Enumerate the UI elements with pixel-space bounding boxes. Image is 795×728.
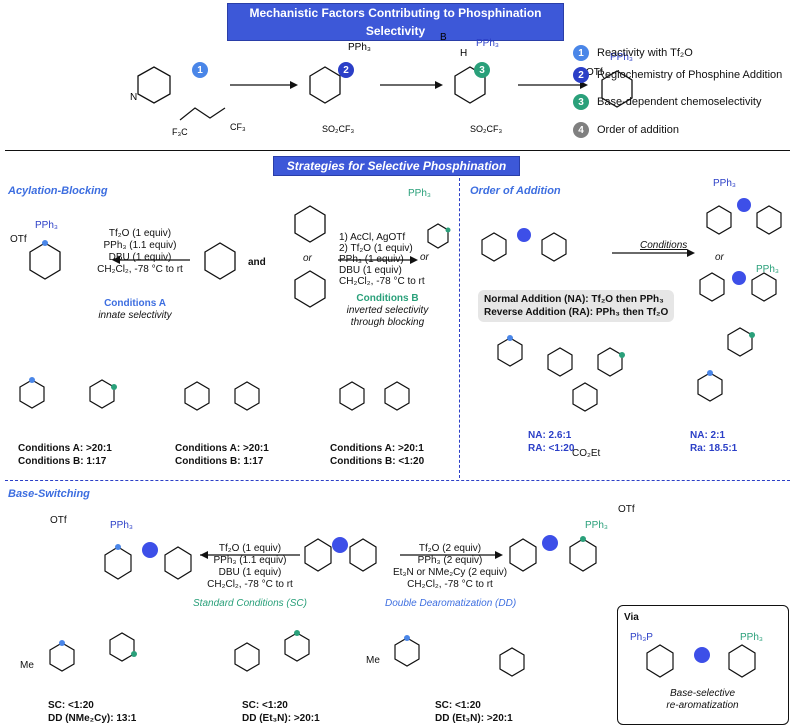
mechanistic-factors-banner: Mechanistic Factors Contributing to Phos…	[227, 3, 564, 41]
acyl-result-3a: Conditions A: >20:1	[330, 443, 424, 454]
order-top-pph3: PPh₃	[713, 178, 736, 189]
condA-title: Conditions A	[104, 298, 166, 309]
mechanism-scheme: N F₃C CF₃ PPh₃ SO₂CF₃ B H PPh₃ SO₂CF₃ PP…	[130, 32, 633, 137]
order-ex2-na: NA: 2:1	[690, 430, 726, 441]
via-label: Via	[624, 612, 639, 623]
base-left-otf: OTf	[50, 515, 67, 526]
via-sub1: Base-selective	[669, 688, 736, 699]
svg-text:B: B	[440, 32, 447, 43]
svg-text:PPh₃: PPh₃	[348, 42, 371, 53]
and-label: and	[248, 257, 266, 268]
base-result-2-dd: DD (Et₃N): >20:1	[242, 713, 320, 724]
acyl-right-pph3: PPh₃	[408, 188, 431, 199]
order-or-label: or	[715, 252, 724, 263]
via-ph3p: Ph₃P	[630, 632, 653, 643]
base-result-3-dd: DD (Et₃N): >20:1	[435, 713, 513, 724]
condB-sub2: through blocking	[350, 317, 425, 328]
acylation-examples	[19, 377, 410, 411]
strategies-banner: Strategies for Selective Phosphination	[273, 156, 520, 176]
svg-text:PPh₃: PPh₃	[610, 52, 633, 63]
acyl-result-2b: Conditions B: 1:17	[175, 456, 264, 467]
svg-text:H: H	[460, 48, 467, 59]
base-result-2-sc: SC: <1:20	[242, 700, 288, 711]
svg-text:PPh₃: PPh₃	[476, 38, 499, 49]
sc-reagents: Tf₂O (1 equiv) PPh₃ (1.1 equiv) DBU (1 e…	[207, 543, 293, 590]
base-examples	[49, 630, 525, 677]
step-1-badge: 1	[192, 62, 208, 78]
horizontal-dotted-divider	[5, 480, 790, 481]
pyridine-ring	[137, 66, 171, 104]
svg-text:N: N	[130, 92, 137, 103]
via-scheme	[646, 644, 756, 678]
order-scheme	[481, 198, 782, 302]
acylation-scheme	[29, 205, 451, 308]
svg-text:SO₂CF₃: SO₂CF₃	[470, 124, 502, 134]
order-of-addition-header: Order of Addition	[470, 185, 561, 197]
acyl-right-or: or	[420, 252, 429, 263]
vertical-dotted-divider	[459, 178, 460, 478]
base-right-otf: OTf	[618, 504, 635, 515]
acyl-left-otf: OTf	[10, 234, 27, 245]
condB-title: Conditions B	[356, 293, 419, 304]
via-box	[617, 605, 789, 725]
base-switching-header: Base-Switching	[8, 488, 90, 500]
addition-order-box: Normal Addition (NA): Tf₂O then PPh₃ Rev…	[478, 290, 675, 322]
via-sub2: re-aromatization	[666, 700, 739, 711]
f3c-label: F₃C	[172, 127, 188, 137]
cf3-label: CF₃	[230, 122, 246, 132]
condB-sub1: inverted selectivity	[346, 305, 429, 316]
order-ex1-na: NA: 2.6:1	[528, 430, 572, 441]
sc-title: Standard Conditions (SC)	[193, 598, 307, 609]
acylation-blocking-header: Acylation-Blocking	[8, 185, 108, 197]
dd-reagents: Tf₂O (2 equiv) PPh₃ (2 equiv) Et₃N or NM…	[392, 543, 508, 590]
order-ex2-ra: Ra: 18.5:1	[690, 443, 738, 454]
base-result-1-sc: SC: <1:20	[48, 700, 94, 711]
acyl-result-2a: Conditions A: >20:1	[175, 443, 269, 454]
section-divider-top	[5, 150, 790, 151]
condA-subtitle: innate selectivity	[98, 310, 172, 321]
via-pph3: PPh₃	[740, 632, 763, 643]
or-label: or	[303, 253, 312, 264]
svg-text:SO₂CF₃: SO₂CF₃	[322, 124, 354, 134]
acyl-result-1b: Conditions B: 1:17	[18, 456, 107, 467]
acyl-result-1a: Conditions A: >20:1	[18, 443, 112, 454]
order-examples	[497, 327, 755, 412]
me-label-1: Me	[20, 660, 34, 671]
step-3-badge: 3	[474, 62, 490, 78]
step-2-badge: 2	[338, 62, 354, 78]
order-conditions-label: Conditions	[640, 240, 688, 251]
order-bottom-pph3: PPh₃	[756, 264, 779, 275]
acyl-result-3b: Conditions B: <1:20	[330, 456, 425, 467]
base-result-1-dd: DD (NMe₂Cy): 13:1	[48, 713, 137, 724]
condA-reagents: Tf₂O (1 equiv) PPh₃ (1.1 equiv) DBU (1 e…	[97, 228, 183, 275]
me-label-2: Me	[366, 655, 380, 666]
base-left-pph3: PPh₃	[110, 520, 133, 531]
condB-reagents: 1) AcCl, AgOTf 2) Tf₂O (1 equiv) PPh₃ (1…	[339, 232, 425, 287]
base-right-pph3: PPh₃	[585, 520, 608, 531]
svg-text:OTf: OTf	[586, 67, 603, 78]
order-ex1-ra: RA: <1:20	[528, 443, 575, 454]
dd-title: Double Dearomatization (DD)	[385, 598, 517, 609]
base-scheme	[104, 535, 597, 580]
co2et-label: CO₂Et	[572, 448, 601, 459]
base-result-3-sc: SC: <1:20	[435, 700, 481, 711]
acyl-left-pph3: PPh₃	[35, 220, 58, 231]
